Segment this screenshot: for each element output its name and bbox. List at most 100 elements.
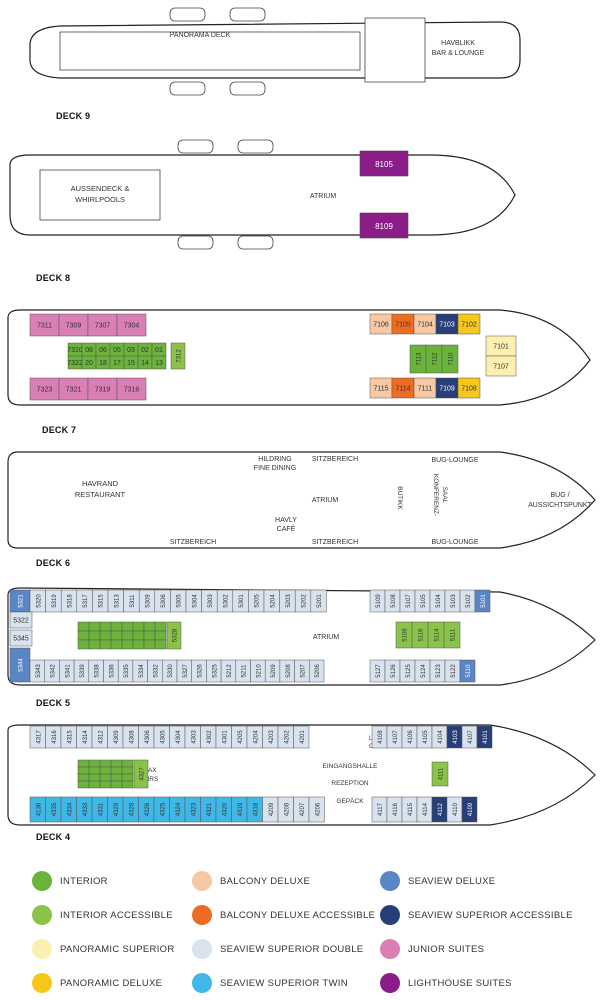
cabin-number: 5327 (183, 664, 189, 678)
cabin-number: 4301 (222, 730, 228, 744)
cabin-number: 5126 (391, 664, 397, 678)
cabin-number: 5341 (65, 664, 71, 678)
cabin-block (431, 761, 449, 787)
legend-swatch (192, 939, 212, 959)
cabin-number: 7105 (395, 322, 411, 329)
cabin-number: 4201 (300, 730, 306, 744)
cabin-number: 02 (141, 347, 149, 354)
legend-item-panoramic-deluxe: PANORAMIC DELUXE (32, 972, 162, 994)
cabin-number: 5102 (466, 594, 472, 608)
cabin-block (9, 611, 33, 629)
cabin-block (77, 780, 90, 789)
cabin-number: 5203 (286, 594, 292, 608)
cabin-number: 4320 (222, 802, 228, 816)
cabin-number: 7109 (439, 386, 455, 393)
cabin-number: 05 (113, 347, 121, 354)
cabin-number: 7112 (433, 352, 439, 366)
cabin-block (309, 659, 325, 683)
cabin-number: 5209 (271, 664, 277, 678)
cabin-number: 5302 (224, 594, 230, 608)
cabin-block (133, 759, 149, 789)
cabin-number: 5318 (68, 594, 74, 608)
cabin-number: 4317 (36, 730, 42, 744)
legend-swatch (192, 871, 212, 891)
cabin-block (110, 621, 123, 632)
cabin-number: 4116 (393, 802, 399, 816)
cabin-number: 03 (127, 347, 135, 354)
cabin-number: 5210 (256, 664, 262, 678)
cabin-block (77, 773, 90, 782)
room-atrium-8: ATRIUM (310, 193, 336, 200)
legend-label: BALCONY DELUXE (220, 875, 311, 887)
cabin-number: 4306 (145, 730, 151, 744)
cabin-number: 4112 (438, 802, 444, 816)
cabin-number: 4117 (378, 802, 384, 816)
cabin-number: 4319 (238, 802, 244, 816)
legend-label: JUNIOR SUITES (408, 943, 485, 955)
cabin-number: 4321 (207, 802, 213, 816)
room-panorama-deck: PANORAMA DECK (170, 32, 231, 39)
room-havrand: HAVRAND (82, 479, 119, 488)
cabin-block (170, 342, 186, 370)
cabin-number: 5110 (466, 664, 472, 678)
deck-9-label: DECK 9 (56, 111, 91, 121)
cabin-block (121, 773, 134, 782)
cabin-number: 5109 (376, 594, 382, 608)
cabin-8109: 8109 (375, 222, 393, 231)
cabin-block (121, 759, 134, 768)
cabin-number: 5122 (451, 664, 457, 678)
cabin-number: 4316 (52, 730, 58, 744)
cabin-number: 5207 (300, 664, 306, 678)
cabin-number: 06 (99, 347, 107, 354)
cabin-number: 5205 (255, 594, 261, 608)
room-havblikk: HAVBLIKK (441, 40, 475, 47)
cabin-number: 4105 (423, 730, 429, 744)
cabin-number: 5123 (436, 664, 442, 678)
cabin-block (99, 773, 112, 782)
legend-item-panoramic-superior: PANORAMIC SUPERIOR (32, 938, 175, 960)
cabin-number: 7307 (95, 323, 111, 330)
cabin-block (110, 759, 123, 768)
deck-6-label: DECK 6 (36, 558, 71, 568)
cabin-number: 5343 (36, 664, 42, 678)
cabin-block (88, 621, 101, 632)
cabin-number: 4110 (453, 802, 459, 816)
cabin-number: 5317 (83, 594, 89, 608)
cabin-number: 7113 (417, 352, 423, 366)
cabin-block (88, 766, 101, 775)
cabin-number: 5127 (376, 664, 382, 678)
cabin-block (99, 630, 112, 641)
cabin-number: 5204 (270, 594, 276, 608)
room-eingangshalle: EINGANGSHALLE (323, 763, 379, 770)
cabin-number: 5105 (421, 594, 427, 608)
cabin-number: 4107 (468, 730, 474, 744)
cabin-number: 7111 (418, 386, 433, 393)
cabin-number: 5338 (95, 664, 101, 678)
cabin-number: 5104 (436, 594, 442, 608)
cabin-block (88, 639, 101, 650)
cabin-number: 4204 (253, 730, 259, 744)
cabin-number: 4115 (408, 802, 414, 816)
legend-label: PANORAMIC SUPERIOR (60, 943, 175, 955)
cabin-number: 5339 (80, 664, 86, 678)
legend-item-seaview-superior-double: SEAVIEW SUPERIOR DOUBLE (192, 938, 363, 960)
cabin-number: 5108 (391, 594, 397, 608)
cabin-number: 7321 (66, 387, 82, 394)
room-rezeption: REZEPTION (331, 780, 369, 787)
cabin-number: 4209 (269, 802, 275, 816)
cabin-number: 5305 (177, 594, 183, 608)
cabin-block (77, 766, 90, 775)
cabin-block (99, 621, 112, 632)
cabin-block (121, 630, 134, 641)
cabin-block (110, 766, 123, 775)
cabin-number: 14 (141, 360, 149, 367)
cabin-block (485, 355, 517, 377)
cabin-number: 4109 (468, 802, 474, 816)
cabin-block (88, 630, 101, 641)
cabin-number: 4326 (145, 802, 151, 816)
room-gepaeck: GEPÄCK (336, 797, 364, 805)
legend-swatch (380, 871, 400, 891)
cabin-number: 4335 (52, 802, 58, 816)
cabin-number: 5303 (208, 594, 214, 608)
legend-label: SEAVIEW DELUXE (408, 875, 496, 887)
